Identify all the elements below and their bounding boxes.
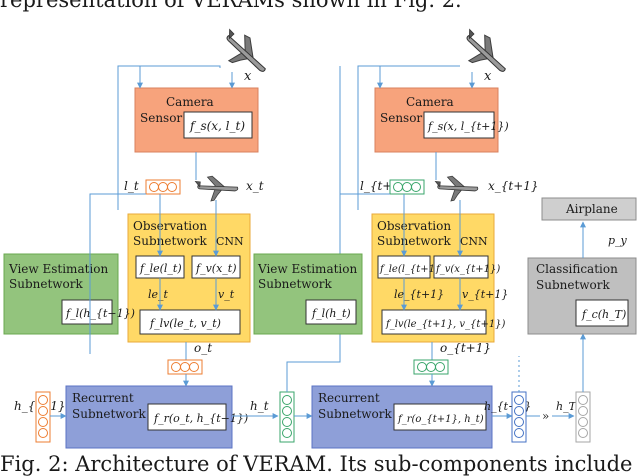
- view-func-box: [61, 299, 113, 325]
- recurrent-func-right: f_r(o_{t+1}, h_t): [397, 414, 484, 425]
- camera-func: f_s(x, l_t): [189, 119, 245, 133]
- p-y-label: p_y: [608, 234, 628, 247]
- loc-label: l_t: [124, 179, 139, 193]
- f-le-func-right: f_le(l_{t+1}): [379, 264, 445, 275]
- airplane-output-label: Airplane: [565, 202, 618, 216]
- obs-unit-box: [167, 359, 203, 375]
- f-lv-box-right: [381, 309, 487, 335]
- cnn-label: CNN: [216, 235, 244, 248]
- h-out-label: h_t: [250, 399, 269, 413]
- loc-unit-box-right: [389, 179, 425, 195]
- obs-out-label-right: o_{t+1}: [440, 341, 491, 355]
- cnn-label-right: CNN: [460, 235, 488, 248]
- recurrent-title-line2-right: Subnetwork: [318, 407, 393, 421]
- f-v-func: f_v(x_t): [195, 262, 237, 275]
- classification-title-line1: Classification: [536, 262, 618, 276]
- f-lv-box: [139, 309, 241, 335]
- obs-unit-box-right: [413, 359, 449, 375]
- camera-func-box: [183, 111, 253, 139]
- view-title-line2: Subnetwork: [9, 277, 84, 291]
- f-v-func-right: f_v(x_{t+1}): [435, 264, 500, 275]
- view-func-box-right: [305, 299, 357, 325]
- camera-title-line2: Sensor: [140, 111, 182, 125]
- loc-feedback-line: [117, 65, 221, 210]
- camera-func-right: f_s(x, l_{t+1}): [427, 120, 509, 133]
- observation-title-line1: Observation: [133, 219, 207, 233]
- f-lv-func-right: f_lv(le_{t+1}, v_{t+1}): [385, 319, 506, 330]
- f-lv-func: f_lv(le_t, v_t): [149, 317, 221, 330]
- glimpse-label-right: x_{t+1}: [488, 179, 539, 193]
- ellipsis: »: [542, 409, 549, 423]
- h-to-right-view-line: [286, 66, 341, 392]
- camera-title-line1-right: Camera: [406, 95, 454, 109]
- classification-title-line2: Subnetwork: [536, 278, 611, 292]
- airplane-output-box: [541, 197, 637, 221]
- observation-title-line2: Subnetwork: [133, 234, 208, 248]
- v-label-right: v_{t+1}: [462, 288, 508, 301]
- camera-func-box-right: [423, 111, 495, 139]
- h-T-label: h_T: [556, 400, 578, 413]
- f-le-func: f_le(l_t): [139, 262, 182, 275]
- obs-out-label: o_t: [194, 341, 212, 355]
- observation-title-line2-right: Subnetwork: [377, 234, 452, 248]
- le-label-right: le_{t+1}: [394, 288, 444, 301]
- v-label: v_t: [218, 288, 235, 301]
- classification-func: f_c(h_T): [581, 308, 626, 321]
- view-title-line1-right: View Estimation: [257, 262, 357, 276]
- figure-caption: Fig. 2: Architecture of VERAM. Its sub-c…: [0, 453, 633, 476]
- input-x-label: x: [244, 69, 252, 84]
- architecture-diagram: x Camera Sensor f_s(x, l_t) l_t x_t Obse…: [3, 27, 637, 449]
- recurrent-func-box: [147, 403, 227, 431]
- view-title-line1: View Estimation: [8, 262, 108, 276]
- glimpse-airplane-image-right: [434, 171, 480, 204]
- le-label: le_t: [148, 288, 169, 301]
- loc-unit-box: [145, 179, 181, 195]
- glimpse-label: x_t: [246, 179, 264, 193]
- input-x-label-right: x: [484, 69, 492, 84]
- camera-title-line1: Camera: [166, 95, 214, 109]
- classification-func-box: [575, 299, 629, 327]
- view-func: f_l(h_{t−1}): [65, 307, 135, 320]
- view-title-line2-right: Subnetwork: [258, 277, 333, 291]
- recurrent-title-line1-right: Recurrent: [318, 391, 380, 405]
- observation-title-line1-right: Observation: [377, 219, 451, 233]
- recurrent-func: f_r(o_t, h_{t−1}): [153, 412, 248, 425]
- recurrent-title-line2: Subnetwork: [72, 407, 147, 421]
- header-text: representation of VERAMs shown in Fig. 2…: [0, 0, 462, 12]
- recurrent-title-line1: Recurrent: [72, 391, 134, 405]
- recurrent-func-box-right: [393, 403, 487, 431]
- camera-title-line2-right: Sensor: [380, 111, 422, 125]
- view-func-right: f_l(h_t): [311, 307, 351, 320]
- glimpse-airplane-image: [194, 171, 240, 204]
